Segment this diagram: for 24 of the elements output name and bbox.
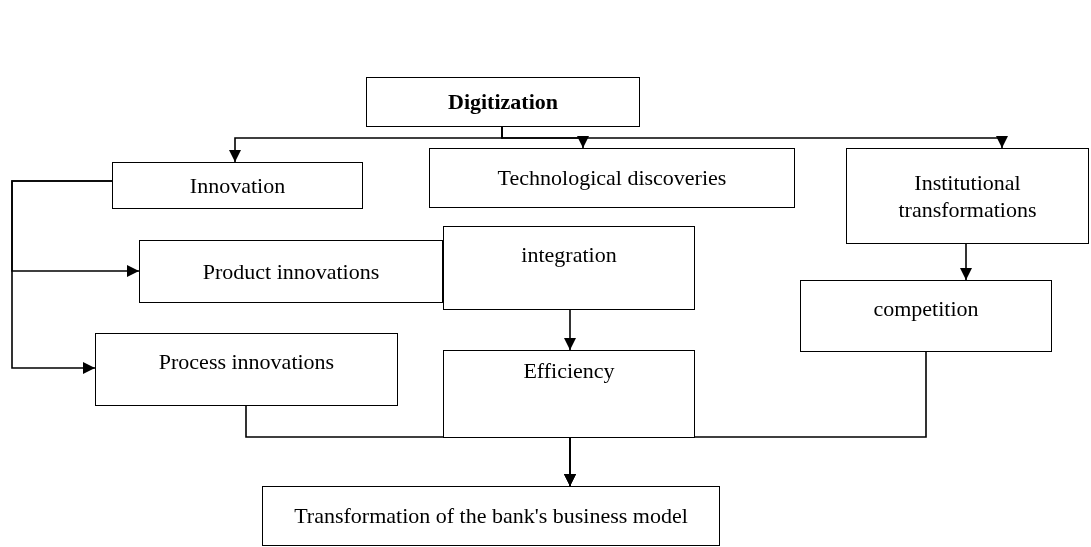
process-box	[112, 162, 363, 209]
box-label: integration	[521, 241, 617, 269]
process-box	[846, 148, 1089, 244]
box-label: Institutional transformations	[897, 168, 1038, 224]
box-label: Digitization	[448, 88, 558, 116]
arrow	[564, 309, 576, 351]
box-label: competition	[873, 295, 979, 323]
box-label: Transformation of the bank's business model	[294, 502, 688, 530]
process-box	[366, 77, 640, 127]
process-box	[262, 486, 720, 546]
process-box	[443, 350, 695, 438]
arrow	[960, 243, 972, 281]
arrow	[501, 126, 1008, 149]
box-label: Innovation	[189, 171, 286, 200]
box-label: Product innovations	[202, 257, 380, 286]
process-box	[443, 226, 695, 310]
process-box	[800, 280, 1052, 352]
process-box	[139, 240, 443, 303]
arrow	[11, 180, 113, 374]
process-box	[429, 148, 795, 208]
box-label: Technological discoveries	[497, 164, 727, 192]
box-label: Efficiency	[523, 357, 615, 385]
process-box	[95, 333, 398, 406]
box-label: Process innovations	[158, 348, 335, 376]
